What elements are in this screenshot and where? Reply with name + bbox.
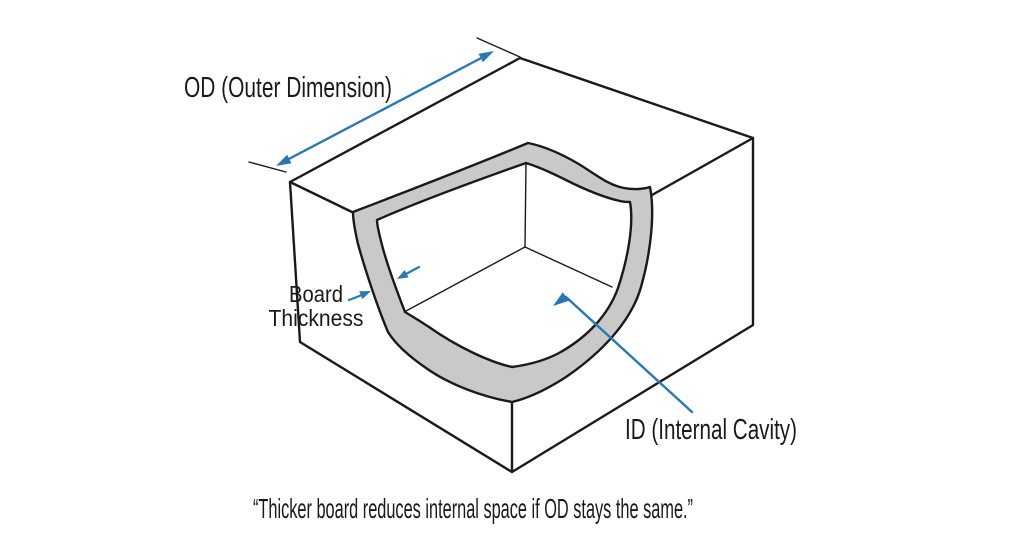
id-label: ID (Internal Cavity)	[625, 414, 797, 446]
box-outline	[288, 56, 755, 474]
box-top-front-left-edge	[288, 180, 354, 214]
od-label: OD (Outer Dimension)	[184, 72, 392, 104]
box-top-front-right-edge	[650, 136, 755, 197]
id-arrowhead	[553, 292, 569, 306]
od-extension-line-right	[476, 37, 521, 58]
od-arrowhead-right	[478, 51, 494, 63]
od-dimension-arrow	[283, 54, 487, 163]
internal-cavity-opening	[375, 161, 633, 369]
od-arrowhead-left	[276, 154, 292, 166]
board-thickness-arrow-outer	[347, 293, 364, 302]
board-thickness-label-line1: Board	[289, 281, 343, 307]
board-thickness-group: Board Thickness	[269, 265, 421, 331]
id-pointer-group: ID (Internal Cavity)	[553, 292, 797, 446]
od-dimension-group: OD (Outer Dimension)	[184, 37, 521, 173]
board-thickness-arrowhead-inner	[397, 270, 409, 279]
board-thickness-arrow-inner	[404, 265, 421, 276]
od-extension-line-left	[248, 161, 287, 173]
id-arrow	[564, 295, 694, 414]
cavity-inner-corner-line	[524, 162, 527, 248]
cavity-group	[351, 141, 654, 404]
cavity-floor-right-edge	[524, 246, 613, 288]
cavity-floor-left-edge	[405, 246, 526, 312]
figure-caption: “Thicker board reduces internal space if…	[253, 493, 693, 524]
board-thickness-label-line2: Thickness	[269, 305, 364, 331]
board-thickness-arrowhead-outer	[359, 291, 371, 300]
